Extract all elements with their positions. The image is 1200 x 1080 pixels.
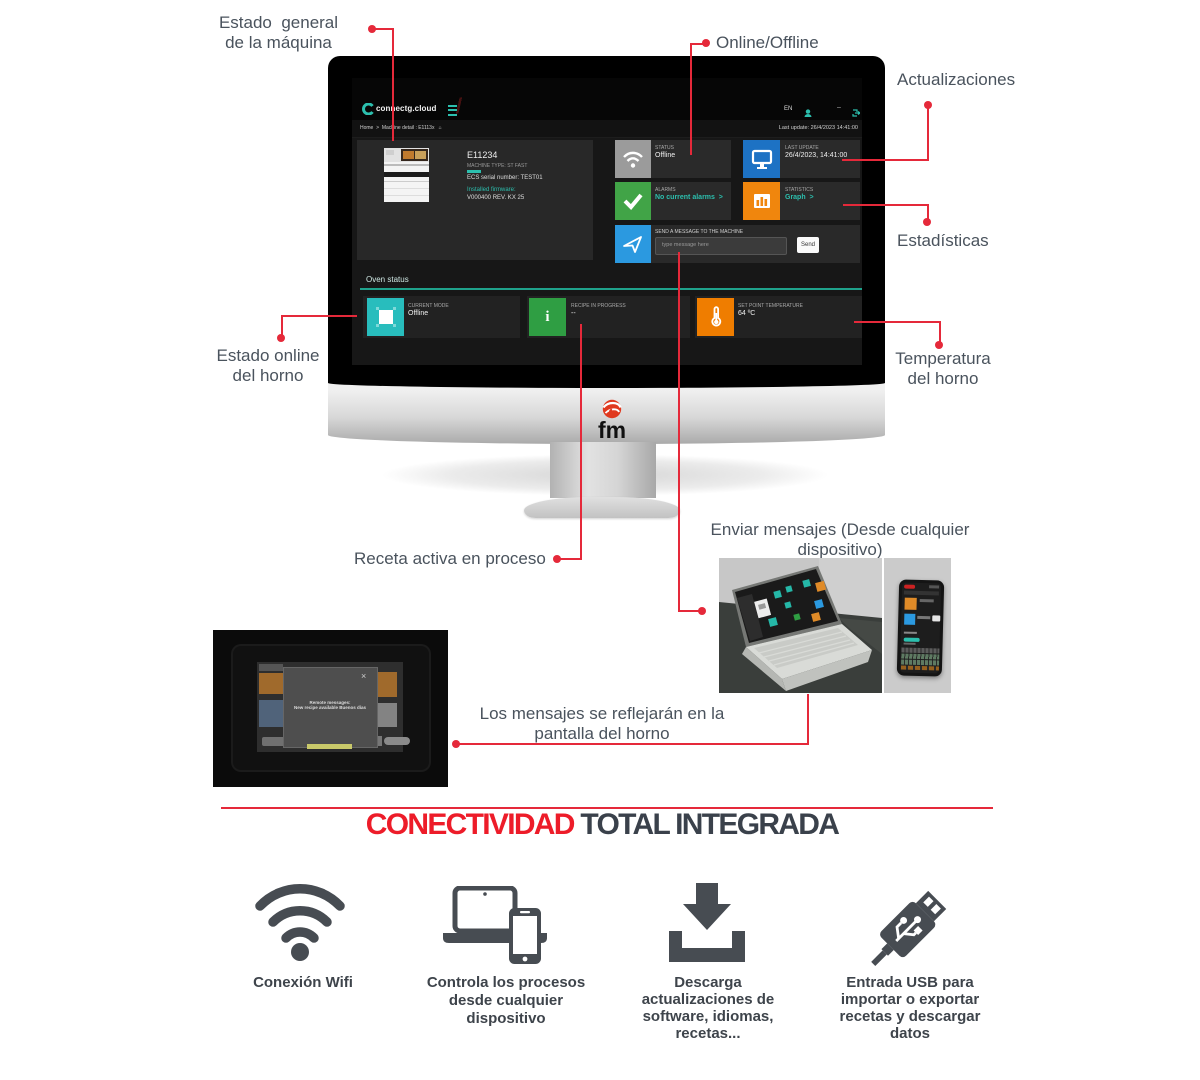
svg-text:fm: fm [598, 417, 626, 439]
